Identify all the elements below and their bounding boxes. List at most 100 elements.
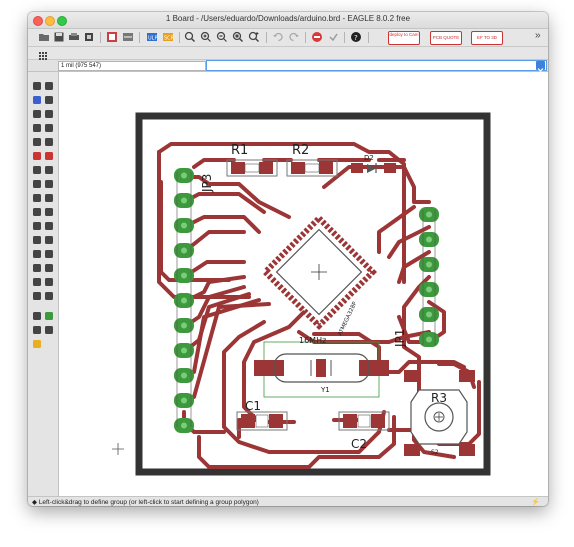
- group-icon[interactable]: [33, 110, 41, 118]
- origin-marker: [112, 443, 124, 455]
- redo-icon[interactable]: [288, 31, 300, 43]
- command-toolbar: [28, 72, 59, 496]
- label-16mhz: 16MHz: [299, 336, 326, 345]
- name-icon[interactable]: [45, 166, 53, 174]
- ratsnest-icon[interactable]: [33, 312, 41, 320]
- autorouter-icon[interactable]: [45, 312, 53, 320]
- text-icon[interactable]: [45, 250, 53, 258]
- top-smd-parts: [226, 159, 396, 177]
- maximize-button[interactable]: [57, 16, 67, 26]
- svg-text:SCR: SCR: [164, 36, 174, 42]
- main-toolbar: ULP SCR ? deploy to Cam PCB QUOTE EF TO …: [28, 29, 548, 47]
- ulp-icon[interactable]: ULP: [146, 31, 158, 43]
- signal-icon[interactable]: [45, 236, 53, 244]
- errors-icon[interactable]: [33, 340, 41, 348]
- label-r1: R1: [231, 143, 248, 158]
- paste-icon[interactable]: [45, 138, 53, 146]
- board-icon[interactable]: [106, 31, 118, 43]
- move-icon[interactable]: [45, 110, 53, 118]
- zoom-fit-icon[interactable]: [184, 31, 196, 43]
- hole-icon[interactable]: [33, 292, 41, 300]
- polygon-icon[interactable]: [45, 278, 53, 286]
- go-icon[interactable]: [327, 31, 339, 43]
- change-icon[interactable]: [33, 166, 41, 174]
- value-icon[interactable]: [45, 180, 53, 188]
- label-y1: Y1: [320, 386, 330, 394]
- wire-icon[interactable]: [33, 208, 41, 216]
- delete-icon[interactable]: [33, 152, 41, 160]
- minimize-button[interactable]: [45, 16, 55, 26]
- close-button[interactable]: [33, 16, 43, 26]
- secondary-toolbar: [28, 47, 548, 60]
- switch-s2: [404, 370, 475, 456]
- svg-text:?: ?: [354, 34, 358, 42]
- copy-icon[interactable]: [33, 138, 41, 146]
- capacitors: [236, 411, 390, 431]
- command-dropdown-button[interactable]: [536, 61, 545, 72]
- label-c2: C2: [351, 437, 367, 451]
- zoom-select-icon[interactable]: [232, 31, 244, 43]
- crystal-y1: [254, 341, 389, 398]
- help-icon[interactable]: ?: [350, 31, 362, 43]
- lock-icon[interactable]: [33, 180, 41, 188]
- label-jp1: JP1: [393, 329, 407, 348]
- atmega-chip: [261, 214, 377, 330]
- miter-icon[interactable]: [45, 194, 53, 202]
- command-input[interactable]: [206, 60, 547, 71]
- board-editor-canvas[interactable]: R1 R2 D2 JP3 JP1 C1 C2 Y1 S2 R3 16MHz AT…: [59, 72, 548, 496]
- deploy-to-cam-button[interactable]: deploy to Cam: [388, 31, 420, 45]
- line-icon[interactable]: [33, 250, 41, 258]
- fusion-3d-button[interactable]: EF TO 3D: [471, 31, 503, 45]
- info-icon[interactable]: [33, 82, 41, 90]
- title-bar: 1 Board - /Users/eduardo/Downloads/ardui…: [28, 12, 548, 29]
- status-bullet: ◆: [32, 499, 39, 506]
- dimension-icon[interactable]: [45, 292, 53, 300]
- mark-icon[interactable]: [45, 96, 53, 104]
- layer-icon[interactable]: [33, 96, 41, 104]
- drc-icon[interactable]: [45, 326, 53, 334]
- eye-icon[interactable]: [45, 82, 53, 90]
- jp1-header: [419, 207, 439, 347]
- rect-icon[interactable]: [33, 278, 41, 286]
- pcb-quote-button[interactable]: PCB QUOTE: [430, 31, 462, 45]
- label-jp3: JP3: [200, 174, 214, 193]
- tool-icons: [33, 82, 53, 348]
- route-icon[interactable]: [33, 222, 41, 230]
- toolbar-overflow-button[interactable]: »: [535, 30, 541, 41]
- zoom-area-icon[interactable]: [248, 31, 260, 43]
- jp3-header: [174, 168, 194, 433]
- cam-icon[interactable]: [83, 31, 95, 43]
- smash-icon[interactable]: [33, 194, 41, 202]
- arc-icon[interactable]: [45, 264, 53, 272]
- print-icon[interactable]: [68, 31, 80, 43]
- label-s2: S2: [431, 449, 439, 456]
- label-r2: R2: [292, 143, 309, 158]
- save-icon[interactable]: [53, 31, 65, 43]
- bolt-icon: ⚡: [531, 499, 540, 506]
- split-icon[interactable]: [45, 152, 53, 160]
- label-c1: C1: [245, 399, 261, 413]
- grid-icon[interactable]: [38, 48, 48, 60]
- zoom-out-icon[interactable]: [216, 31, 228, 43]
- ripup-icon[interactable]: [45, 222, 53, 230]
- stop-icon[interactable]: [311, 31, 323, 43]
- label-r3: R3: [431, 391, 447, 405]
- svg-text:ULP: ULP: [148, 36, 157, 42]
- circle-icon[interactable]: [33, 264, 41, 272]
- label-d2: D2: [364, 154, 374, 162]
- window-title: 1 Board - /Users/eduardo/Downloads/ardui…: [165, 14, 411, 23]
- script-icon[interactable]: SCR: [162, 31, 174, 43]
- coordinate-bar: 1 mil (975 547): [28, 60, 548, 72]
- schematic-icon[interactable]: [122, 31, 134, 43]
- erc-icon[interactable]: [33, 326, 41, 334]
- zoom-in-icon[interactable]: [200, 31, 212, 43]
- pcb-drawing: R1 R2 D2 JP3 JP1 C1 C2 Y1 S2 R3 16MHz AT…: [112, 112, 491, 476]
- status-message: ◆ Left-click&drag to define group (or le…: [32, 499, 259, 506]
- open-icon[interactable]: [38, 31, 50, 43]
- via-icon[interactable]: [45, 208, 53, 216]
- optimize-icon[interactable]: [33, 236, 41, 244]
- rotate-icon[interactable]: [45, 124, 53, 132]
- coordinate-display: 1 mil (975 547): [58, 61, 206, 71]
- mirror-icon[interactable]: [33, 124, 41, 132]
- undo-icon[interactable]: [272, 31, 284, 43]
